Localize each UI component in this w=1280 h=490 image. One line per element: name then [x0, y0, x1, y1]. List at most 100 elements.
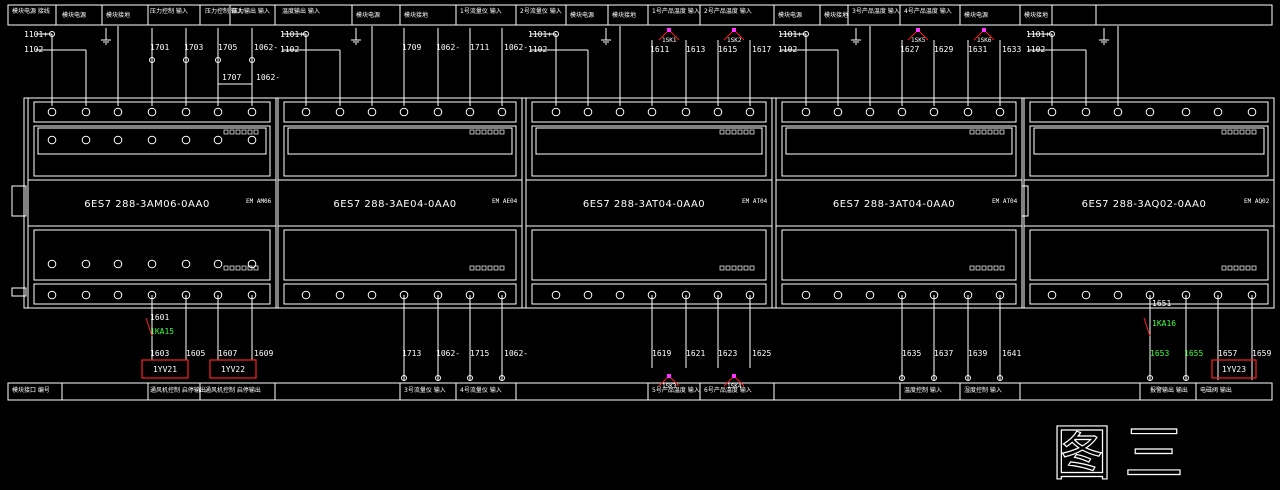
module-1: 6ES7 288-3AM06-0AA0 EM AM06: [27, 97, 277, 309]
status-led: [493, 129, 499, 135]
wire-label: 1102-: [528, 45, 552, 54]
bottom-header-label: 通风机控制 启停输出: [150, 386, 206, 394]
module-model-number: 6ES7 288-3AE04-0AA0: [333, 199, 456, 210]
wire-label: 1625: [752, 349, 771, 358]
terminal-screw: [113, 290, 123, 300]
bottom-header-label: 6号产品温度 输入: [704, 386, 752, 394]
status-led: [1221, 265, 1227, 271]
status-led: [487, 265, 493, 271]
top-header-label: 模块接地: [404, 11, 428, 19]
status-led: [993, 129, 999, 135]
wire-label: 1655: [1184, 349, 1203, 358]
terminal-screw: [47, 290, 57, 300]
status-led: [1251, 265, 1257, 271]
status-led: [1245, 129, 1251, 135]
terminal-screw: [301, 290, 311, 300]
terminal-screw: [47, 259, 57, 269]
terminal-screw: [181, 259, 191, 269]
status-led: [975, 129, 981, 135]
terminal-strip-top: [781, 101, 1017, 123]
terminal-screw: [1213, 107, 1223, 117]
wire-label: 1601: [150, 313, 169, 322]
status-led: [241, 129, 247, 135]
status-led: [1251, 129, 1257, 135]
terminal-screw: [995, 107, 1005, 117]
wire-label: 1102-: [280, 45, 304, 54]
output-box-label: 1YV23: [1222, 365, 1246, 374]
status-led: [981, 265, 987, 271]
status-led: [969, 265, 975, 271]
terminal-screw: [47, 107, 57, 117]
wire-label: 1102-: [24, 45, 48, 54]
top-header-label: 模块电源: [62, 11, 86, 19]
terminal-screw: [897, 107, 907, 117]
lower-cover: [531, 229, 767, 281]
status-led: [999, 129, 1005, 135]
top-header-frame: [7, 4, 1273, 26]
upper-cover: [781, 125, 1017, 177]
module-body: [1023, 97, 1275, 309]
wire-label: 1711: [470, 43, 489, 52]
status-led: [253, 265, 259, 271]
terminal-screw: [1047, 290, 1057, 300]
wire-label: 1101+: [280, 30, 304, 39]
status-led: [481, 129, 487, 135]
bottom-header-label: 温度控制 输入: [904, 386, 942, 394]
wire-label: 1703: [184, 43, 203, 52]
terminal-screw: [497, 107, 507, 117]
status-led: [253, 129, 259, 135]
top-header-label: 模块电源: [570, 11, 594, 19]
output-box-1YV21: 1YV21: [141, 359, 189, 379]
terminal-screw: [929, 107, 939, 117]
output-box-frame: [141, 359, 189, 379]
wire-label: 1609: [254, 349, 273, 358]
top-header-label: 2号流量仪 输入: [520, 7, 562, 15]
status-led: [493, 265, 499, 271]
terminal-screw: [681, 107, 691, 117]
status-led: [499, 265, 505, 271]
module-body: [525, 97, 773, 309]
terminal-strip-top: [531, 101, 767, 123]
wire-label: 1653: [1150, 349, 1169, 358]
module-badge: EM AM06: [246, 198, 272, 205]
terminal-screw: [1247, 107, 1257, 117]
bottom-header-frame: [7, 382, 1273, 401]
top-header-cells: 模块电源 接线模块电源模块接地压力控制 输入压力控制 输入压力输出 输入温度输出…: [12, 5, 1097, 25]
terminal-screw: [335, 290, 345, 300]
terminal-screw: [1113, 107, 1123, 117]
terminal-screw: [865, 290, 875, 300]
top-header-label: 1号产品温度 输入: [652, 7, 700, 15]
terminal-screw: [213, 135, 223, 145]
status-led: [1233, 265, 1239, 271]
top-header-label: 模块电源 接线: [12, 7, 50, 15]
wire-label: 1062-: [504, 43, 528, 52]
lower-cover: [1029, 229, 1269, 281]
status-led: [469, 129, 475, 135]
wire-label: 1701: [150, 43, 169, 52]
top-header-label: 温度输出 输入: [282, 7, 320, 15]
terminal-screw: [713, 107, 723, 117]
terminal-screw: [833, 107, 843, 117]
module-model-number: 6ES7 288-3AM06-0AA0: [84, 199, 210, 210]
top-header-label: 模块接地: [106, 11, 130, 19]
wire-label: 1713: [402, 349, 421, 358]
wire-node: [149, 57, 155, 63]
status-led: [987, 265, 993, 271]
status-led: [743, 265, 749, 271]
sensor-label: 1SK1: [662, 37, 677, 44]
wire-label: 1101+: [778, 30, 802, 39]
wire-node: [215, 57, 221, 63]
wire-label: 1102-: [778, 45, 802, 54]
terminal-screw: [213, 107, 223, 117]
wire-node: [303, 31, 309, 37]
terminal-screw: [647, 107, 657, 117]
terminal-screw: [1047, 107, 1057, 117]
wire-label: 1627: [900, 45, 919, 54]
terminal-screw: [963, 107, 973, 117]
terminal-screw: [113, 107, 123, 117]
status-led: [235, 265, 241, 271]
terminal-screw: [47, 135, 57, 145]
wire-node: [401, 375, 407, 381]
